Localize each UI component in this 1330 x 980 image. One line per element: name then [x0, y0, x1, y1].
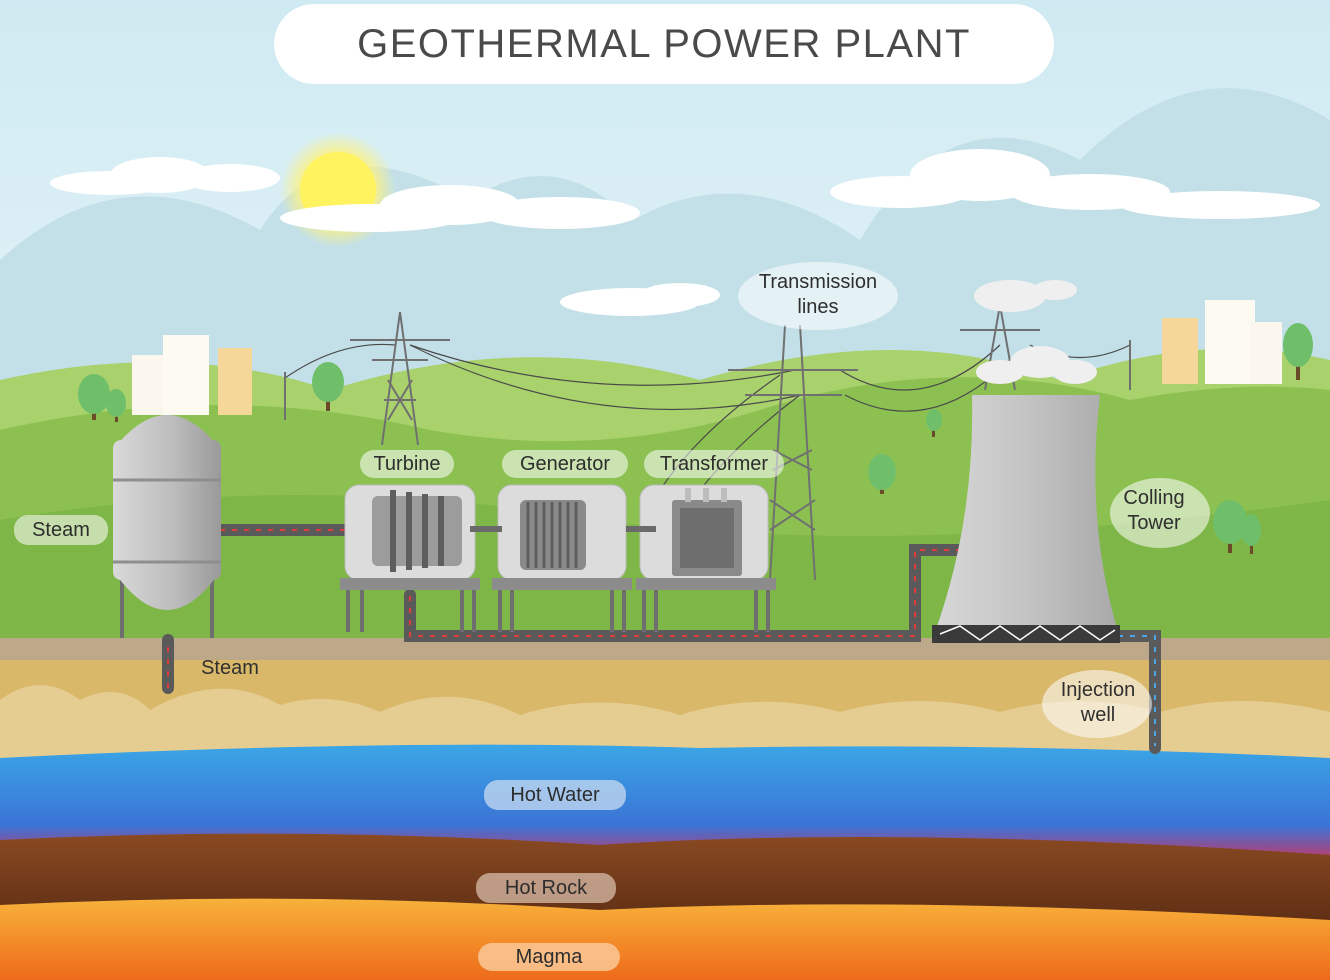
drive-shaft — [470, 526, 656, 532]
injection-well-label-bg — [1042, 670, 1152, 738]
cooling-tower-label-bg — [1110, 478, 1210, 548]
cooling-tower-line-2: Tower — [1127, 512, 1181, 534]
magma-layer — [0, 898, 1330, 980]
steam-separator — [113, 415, 221, 638]
soil-layer — [0, 638, 1330, 760]
flow-arrows — [167, 529, 1156, 746]
transmission-label-bg — [738, 262, 898, 330]
clouds — [50, 149, 1320, 316]
transmission-line-1: Transmission — [758, 271, 878, 293]
page-title: GEOTHERMAL POWER PLANT — [274, 4, 1054, 84]
trees — [78, 323, 1313, 554]
injection-line-1: Injection — [1060, 679, 1136, 701]
cooling-tower — [932, 395, 1120, 643]
cooling-tower-line-1: Colling — [1123, 487, 1185, 509]
steam-bottom-label: Steam — [201, 657, 259, 679]
injection-line-2: well — [1080, 704, 1116, 726]
hot-rock-label: Hot Rock — [476, 873, 616, 903]
buildings-right — [1162, 300, 1282, 384]
generator-label: Generator — [502, 450, 628, 478]
transmission-line-2: lines — [797, 296, 839, 318]
steam-top-label: Steam — [14, 515, 108, 545]
steam-plume — [974, 280, 1097, 384]
turbine-unit — [340, 484, 480, 632]
transformer-unit — [636, 484, 776, 632]
turbine-label: Turbine — [360, 450, 454, 478]
buildings-left — [132, 335, 252, 415]
magma-label: Magma — [478, 943, 620, 971]
transmission-lines-label: Transmission lines — [738, 270, 898, 320]
hot-water-layer — [0, 744, 1330, 860]
cooling-tower-label: Colling Tower — [1104, 486, 1204, 536]
transformer-label: Transformer — [644, 450, 784, 478]
injection-well-label: Injection well — [1046, 678, 1150, 728]
generator-unit — [492, 484, 632, 632]
hot-water-label: Hot Water — [484, 780, 626, 810]
